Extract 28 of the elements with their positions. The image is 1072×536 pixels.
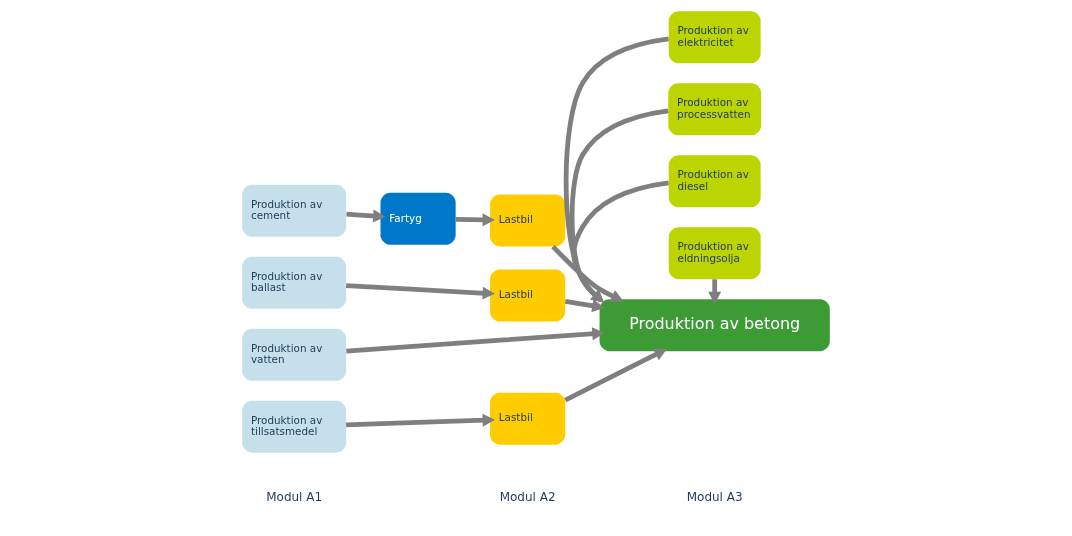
arrow <box>571 180 669 303</box>
arrow <box>563 36 669 303</box>
label: Modul A3 <box>686 490 743 505</box>
arrow <box>346 283 495 300</box>
arrow <box>564 299 605 313</box>
node-box: Produktion av tillsatsmedel <box>242 400 347 453</box>
arrow <box>564 348 667 403</box>
arrow <box>569 108 669 303</box>
node-box: Produktion av elektricitet <box>668 11 761 64</box>
arrow <box>551 244 624 302</box>
node-box: Produktion av eldningsolja <box>668 227 761 280</box>
node-box: Produktion av vatten <box>242 328 347 381</box>
node-box: Produktion av processvatten <box>668 83 762 136</box>
label: Modul A1 <box>266 490 323 505</box>
node-box: Produktion av cement <box>242 184 347 237</box>
node-box: Lastbil <box>490 269 566 322</box>
node-box: Produktion av betong <box>599 299 830 352</box>
node-box: Produktion av ballast <box>242 256 347 309</box>
arrow <box>708 279 722 305</box>
label: Modul A2 <box>499 490 556 505</box>
arrow <box>346 327 605 354</box>
node-box: Lastbil <box>490 392 566 445</box>
node-box: Fartyg <box>380 192 456 245</box>
arrow <box>455 213 495 227</box>
arrow <box>346 209 386 223</box>
node-box: Produktion av diesel <box>668 155 761 208</box>
arrow <box>346 413 495 428</box>
node-box: Lastbil <box>490 194 566 247</box>
